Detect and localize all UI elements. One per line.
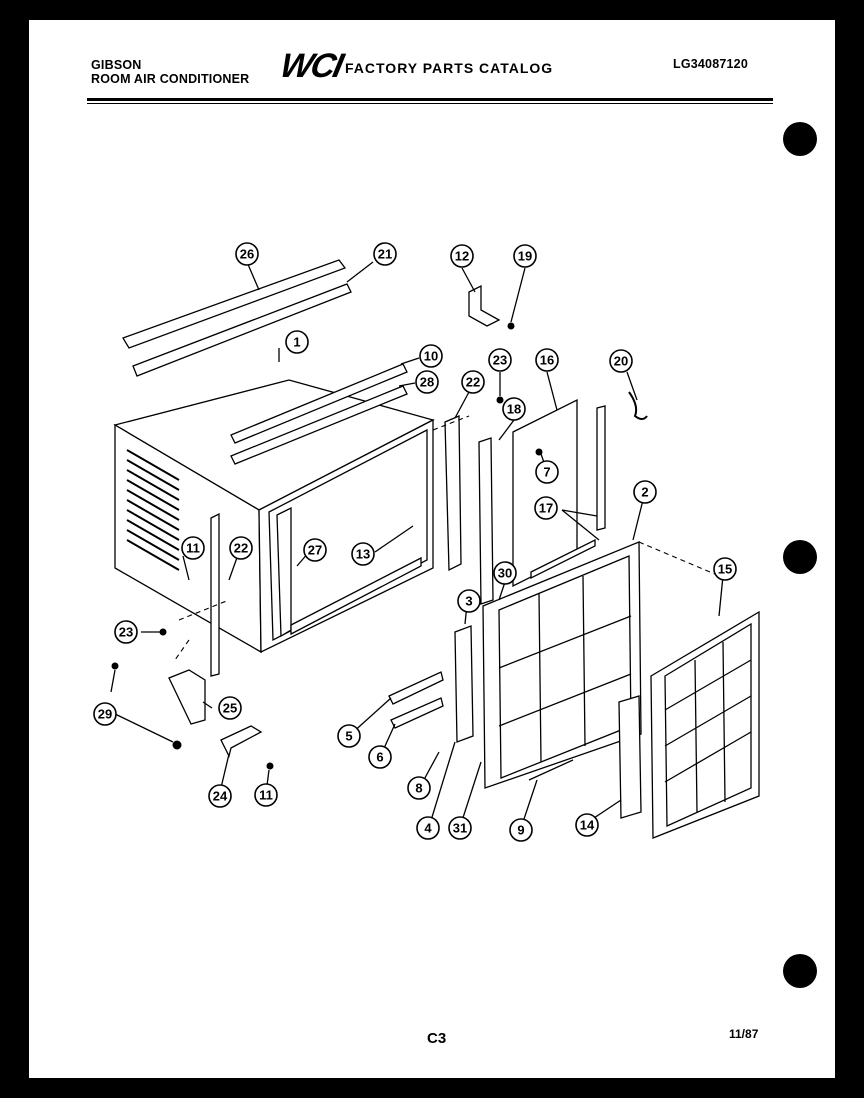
svg-text:1: 1 [293,335,300,350]
callout-24: 24 [208,784,232,808]
svg-text:13: 13 [356,547,370,562]
callout-8: 8 [407,776,431,800]
callout-22-top: 22 [461,370,485,394]
callout-9: 9 [509,818,533,842]
callout-5: 5 [337,724,361,748]
callout-11-bottom: 11 [254,783,278,807]
svg-text:9: 9 [517,823,524,838]
svg-text:12: 12 [455,249,469,264]
svg-text:8: 8 [415,781,422,796]
callout-22-left: 22 [229,536,253,560]
front-grille [650,610,760,839]
svg-text:7: 7 [543,465,550,480]
svg-text:18: 18 [507,402,521,417]
callout-7: 7 [535,460,559,484]
svg-text:15: 15 [718,562,732,577]
header-rule [87,98,773,101]
cabinet-louvers [126,449,180,571]
callout-10: 10 [419,344,443,368]
svg-text:20: 20 [614,354,628,369]
svg-text:10: 10 [424,349,438,364]
parts-catalog-page: GIBSON ROOM AIR CONDITIONER WCI FACTORY … [29,20,835,1078]
svg-text:24: 24 [213,789,228,804]
svg-text:30: 30 [498,566,512,581]
callout-14: 14 [575,813,599,837]
revision-date: 11/87 [729,1027,759,1041]
svg-text:11: 11 [259,788,273,803]
callout-21: 21 [373,242,397,266]
callout-17: 17 [534,496,558,520]
callout-3: 3 [457,589,481,613]
callout-29: 29 [93,702,117,726]
model-number: LG34087120 [673,57,748,71]
callout-23-left: 23 [114,620,138,644]
callout-11-left: 11 [181,536,205,560]
callout-16: 16 [535,348,559,372]
guide-lines [174,415,730,661]
svg-text:25: 25 [223,701,237,716]
callout-2: 2 [633,480,657,504]
binder-hole-middle [783,540,817,574]
svg-text:3: 3 [465,594,472,609]
callout-20: 20 [609,349,633,373]
callout-18: 18 [502,397,526,421]
front-frame [388,541,642,819]
page-number: C3 [427,1030,447,1047]
svg-text:6: 6 [376,750,383,765]
svg-text:23: 23 [119,625,133,640]
callout-1: 1 [285,330,309,354]
callout-30: 30 [493,561,517,585]
callout-26: 26 [235,242,259,266]
binder-hole-bottom [783,954,817,988]
callout-28: 28 [415,370,439,394]
header-rule-thin [87,103,773,104]
brand-name: GIBSON [91,58,142,72]
callout-31: 31 [448,816,472,840]
svg-text:19: 19 [518,249,532,264]
svg-text:29: 29 [98,707,112,722]
callout-27: 27 [303,538,327,562]
svg-text:22: 22 [466,375,480,390]
top-rails [122,259,408,465]
callout-25: 25 [218,696,242,720]
svg-text:23: 23 [493,353,507,368]
svg-text:11: 11 [186,541,200,556]
callout-12: 12 [450,244,474,268]
callout-19: 19 [513,244,537,268]
svg-text:17: 17 [539,501,553,516]
svg-text:22: 22 [234,541,248,556]
svg-text:27: 27 [308,543,322,558]
svg-text:28: 28 [420,375,434,390]
svg-text:31: 31 [453,821,467,836]
callout-6: 6 [368,745,392,769]
callout-15: 15 [713,557,737,581]
svg-text:21: 21 [378,247,392,262]
catalog-title: FACTORY PARTS CATALOG [345,60,554,76]
callout-13: 13 [351,542,375,566]
svg-text:26: 26 [240,247,254,262]
callout-23-top: 23 [488,348,512,372]
svg-text:4: 4 [424,821,432,836]
svg-text:16: 16 [540,353,554,368]
svg-text:5: 5 [345,729,352,744]
brand-block: GIBSON ROOM AIR CONDITIONER [91,58,249,86]
svg-text:14: 14 [580,818,595,833]
callout-4: 4 [416,816,440,840]
exploded-parts-diagram: 26 21 1 10 28 12 19 23 22 18 16 20 7 17 … [93,242,760,842]
binder-hole-top [783,122,817,156]
svg-text:2: 2 [641,485,648,500]
product-type: ROOM AIR CONDITIONER [91,72,250,86]
small-parts [111,284,648,770]
